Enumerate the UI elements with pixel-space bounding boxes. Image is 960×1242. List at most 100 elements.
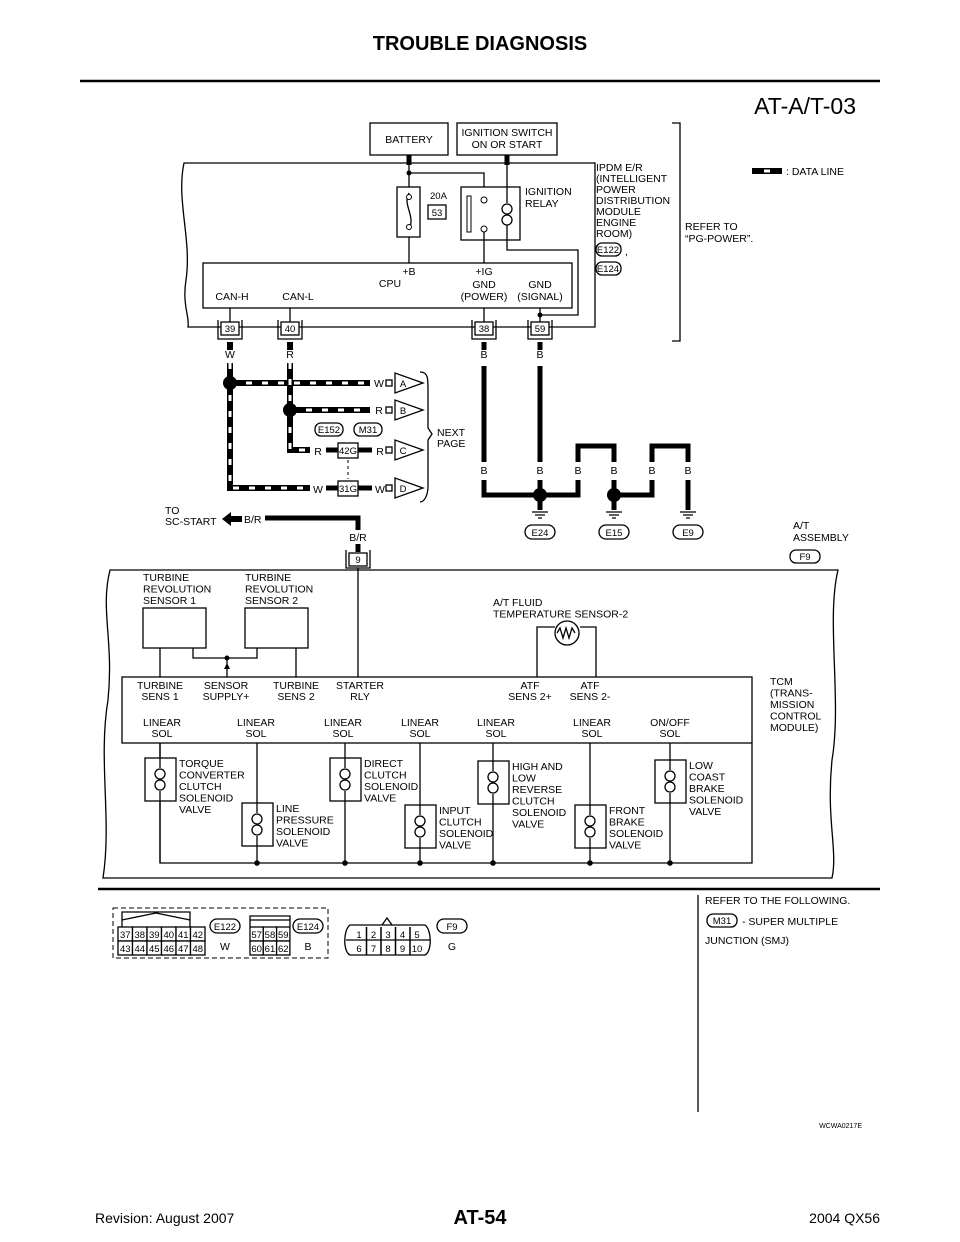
page-number: AT-54 [454,1207,508,1229]
pin-label: (POWER) [461,291,508,303]
connector-ref[interactable]: E152 [318,425,340,436]
refer-label[interactable]: “PG-POWER”. [685,233,753,245]
connector-ref[interactable]: E124 [597,264,619,275]
terminal-label: ATF [580,680,599,692]
next-page-arrow[interactable] [394,439,425,461]
pin-number: 38 [134,930,145,941]
wire-color: B [648,465,655,477]
solenoid-label: CLUTCH [179,781,222,793]
terminal-label: LINEAR [324,717,362,729]
connector-pin [275,940,291,956]
tcm-pin: 9 [355,555,360,566]
revision-label: Revision: August 2007 [95,1210,235,1226]
solenoid-label: SOLENOID [276,826,331,838]
solenoid-label: REVERSE [512,784,562,796]
ipdm-label-line: IPDM E/R [596,162,643,174]
pin-label: +B [402,266,415,278]
fuse-rating: 20A [430,191,448,202]
solenoid-label: DIRECT [364,758,404,770]
connector-ref[interactable]: M31 [359,425,377,436]
pin-label: (SIGNAL) [517,291,563,303]
pin-box [220,321,240,336]
solenoid-label: SOLENOID [512,807,567,819]
wire-color: B [536,349,543,361]
pin-number: 47 [178,944,189,955]
refer-label: REFER TO [685,221,738,233]
pin-number: 60 [251,944,262,955]
connector-ref[interactable]: E122 [597,245,619,256]
terminal-label: SOL [485,728,506,740]
connector-ref[interactable]: M31 [713,916,731,927]
tcm-label: CONTROL [770,711,821,723]
refer-desc: - SUPER MULTIPLE [742,916,838,928]
solenoid-label: VALVE [276,838,308,850]
pin-number: 9 [400,944,405,955]
solenoid-label: VALVE [179,804,211,816]
pin-label: CAN-H [215,291,248,303]
terminal-label: RLY [350,691,370,703]
pin-number: 5 [414,930,419,941]
pin-number: 6 [356,944,361,955]
pin-number: 44 [134,944,145,955]
connector-id[interactable]: E124 [297,922,319,933]
solenoid-label: VALVE [439,840,471,852]
sensor-label: TURBINE [245,572,291,584]
diagram-id: AT-A/T-03 [754,93,856,119]
wire-color: B [480,349,487,361]
wire-color: B [536,465,543,477]
solenoid-label: COAST [689,772,726,784]
sensor-label: TURBINE [143,572,189,584]
solenoid-label: VALVE [364,793,396,805]
starter-wiring: TO SC-START B/R B/R 9 A/T ASSEMBLY F9 [165,505,849,569]
connector-shell [471,320,497,340]
ground-icon [532,511,548,519]
terminal-label: SOL [659,728,680,740]
terminal-label: SENS 2 [277,691,315,703]
turbine-sensor-2 [244,607,309,649]
separator: , [625,246,628,258]
ipdm-label-line: ROOM) [596,228,632,240]
figure-code: WCWA0217E [819,1123,862,1130]
next-page-arrow[interactable] [394,399,425,421]
terminal-label: ON/OFF [650,717,690,729]
turbine-sensor-1 [142,607,207,649]
terminal-label: LINEAR [401,717,439,729]
connector-shell [527,320,553,340]
ground-connector[interactable]: E9 [682,528,694,539]
next-page-arrow[interactable] [394,477,425,499]
terminal-label: SUPPLY+ [203,691,250,703]
ground-connector[interactable]: E15 [606,528,623,539]
tcm-label: (TRANS- [770,688,813,700]
wire-color: W [225,349,235,361]
next-page-arrow[interactable] [394,372,425,394]
terminal-label: LINEAR [237,717,275,729]
ipdm-label-line: (INTELLIGENT [596,173,668,185]
solenoid-label: VALVE [609,840,641,852]
solenoid-label: CLUTCH [364,770,407,782]
ground-icon [680,511,696,519]
at-assembly [102,568,839,879]
connector-shell [217,320,243,340]
relay-label: RELAY [525,198,559,210]
pin-label: GND [472,279,496,291]
cpu-label: CPU [379,278,401,290]
to-label[interactable]: SC-START [165,516,217,528]
connector-ref[interactable]: F9 [799,552,810,563]
to-label: TO [165,505,179,517]
wire-color: B [610,465,617,477]
pin-number: 37 [120,930,131,941]
connector-id[interactable]: E122 [214,922,236,933]
solenoid-label: SOLENOID [689,795,744,807]
wire-color: B/R [349,532,367,544]
connector-id[interactable]: F9 [446,922,457,933]
pin-label: GND [528,279,552,291]
solenoid-label: TORQUE [179,758,224,770]
connector-pin [189,940,206,956]
solenoid-label: CLUTCH [512,796,555,808]
ipdm-side-label: IPDM E/R(INTELLIGENTPOWERDISTRIBUTIONMOD… [596,162,670,240]
solenoid-label: CONVERTER [179,770,245,782]
ignition-switch-box [456,122,558,156]
ground-connector[interactable]: E24 [532,528,549,539]
terminal-label: LINEAR [573,717,611,729]
